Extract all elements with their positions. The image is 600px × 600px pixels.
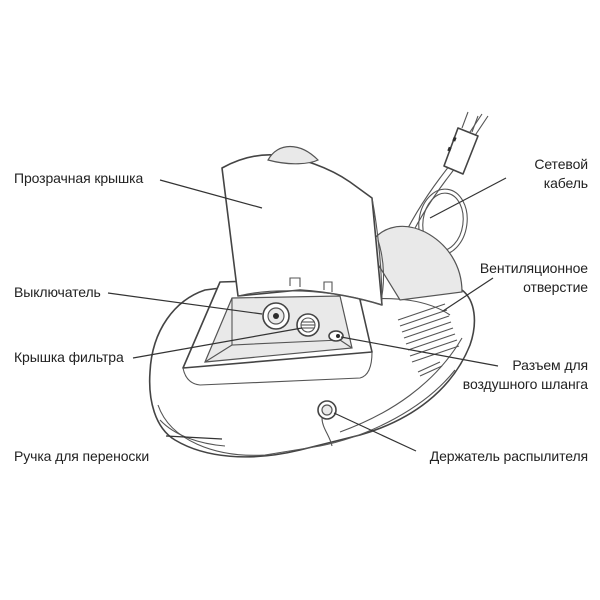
- nebulizer-holder: [317, 400, 337, 447]
- label-air-connector-line1: Разъем для: [512, 357, 588, 373]
- label-power-cable-line1: Сетевой: [534, 156, 588, 172]
- label-power-cable-line2: кабель: [543, 175, 588, 191]
- transparent-lid: [221, 146, 383, 306]
- carry-handle: [159, 419, 226, 447]
- label-filter-cover: Крышка фильтра: [14, 349, 124, 365]
- air-hose-connector: [328, 330, 344, 342]
- label-ventilation-line2: отверстие: [523, 279, 588, 295]
- label-carry-handle: Ручка для переноски: [14, 448, 150, 464]
- power-switch: [262, 302, 290, 330]
- label-air-connector-line2: воздушного шланга: [462, 376, 588, 392]
- plug-icon: [443, 111, 479, 175]
- leader-lines: [107, 177, 507, 452]
- label-nebulizer-holder: Держатель распылителя: [429, 448, 588, 464]
- label-power-switch: Выключатель: [14, 284, 101, 300]
- label-ventilation-line1: Вентиляционное: [479, 260, 588, 276]
- device-body: [148, 225, 476, 458]
- ventilation-grille: [397, 303, 460, 363]
- label-transparent-lid: Прозрачная крышка: [14, 170, 144, 186]
- filter-cover: [296, 313, 320, 337]
